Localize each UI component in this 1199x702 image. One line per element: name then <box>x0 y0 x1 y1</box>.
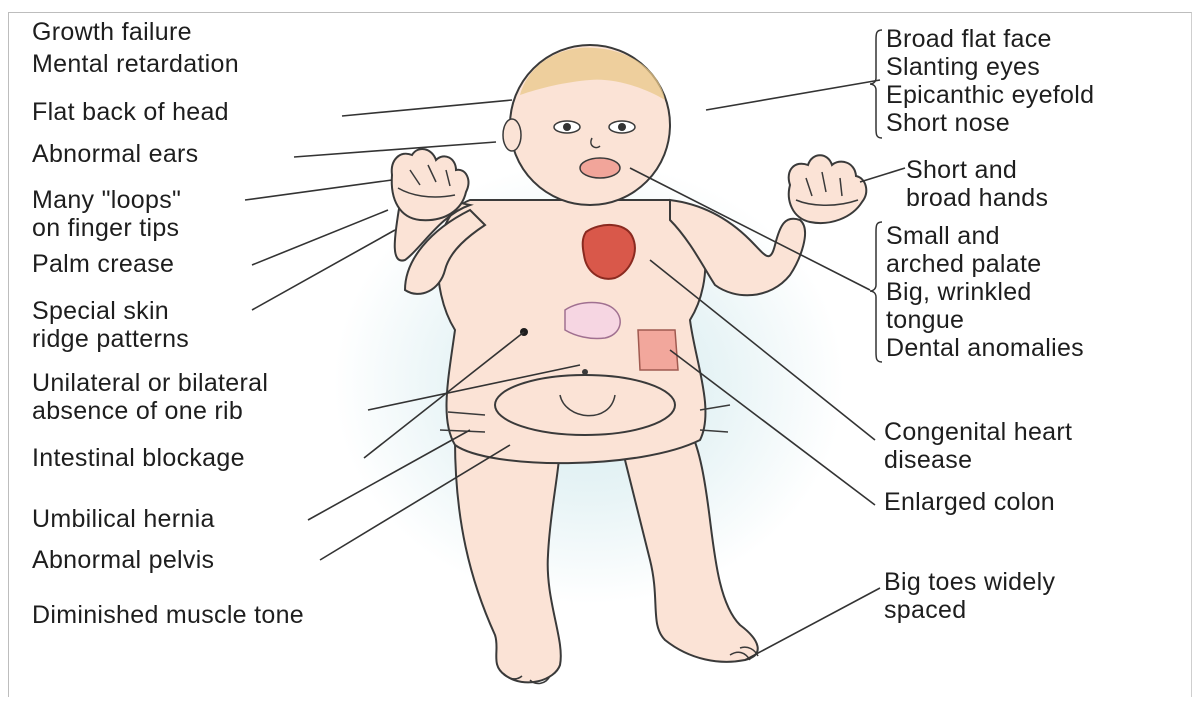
label-abnormal-ears: Abnormal ears <box>32 140 198 168</box>
label-congenital-heart: Congenital heart disease <box>884 418 1072 474</box>
label-diminished-muscle-tone: Diminished muscle tone <box>32 601 304 629</box>
label-mouth-group: Small and arched palate Big, wrinkled to… <box>886 222 1084 362</box>
navel <box>582 369 588 375</box>
label-absence-of-rib: Unilateral or bilateral absence of one r… <box>32 369 268 425</box>
label-many-loops: Many "loops" on finger tips <box>32 186 181 242</box>
label-big-toes: Big toes widely spaced <box>884 568 1055 624</box>
label-growth-failure: Growth failure <box>32 18 192 46</box>
mouth-tongue <box>580 158 620 178</box>
label-mental-retardation: Mental retardation <box>32 50 239 78</box>
label-enlarged-colon: Enlarged colon <box>884 488 1055 516</box>
face-bracket <box>870 30 882 138</box>
mouth-bracket <box>870 222 882 362</box>
label-face-group: Broad flat face Slanting eyes Epicanthic… <box>886 25 1094 137</box>
heart <box>583 225 635 279</box>
label-abnormal-pelvis: Abnormal pelvis <box>32 546 214 574</box>
right-hand <box>789 155 867 223</box>
left-leg <box>455 440 561 682</box>
label-intestinal-blockage: Intestinal blockage <box>32 444 245 472</box>
colon <box>638 330 678 370</box>
head <box>503 45 670 205</box>
stomach <box>565 303 620 339</box>
label-umbilical-hernia: Umbilical hernia <box>32 505 215 533</box>
left-ear <box>503 119 521 151</box>
label-flat-back-of-head: Flat back of head <box>32 98 229 126</box>
label-palm-crease: Palm crease <box>32 250 174 278</box>
label-short-broad-hands: Short and broad hands <box>906 156 1048 212</box>
right-leg <box>620 430 758 662</box>
left-hand <box>392 149 469 220</box>
label-special-skin-ridge: Special skin ridge patterns <box>32 297 189 353</box>
